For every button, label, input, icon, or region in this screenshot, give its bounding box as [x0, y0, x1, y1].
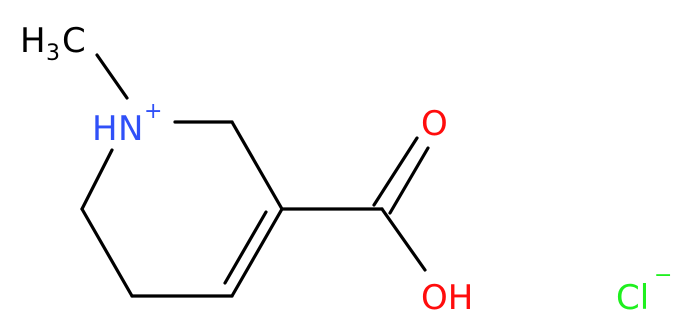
chloride-charge: − [654, 263, 672, 288]
methyl-c: C [62, 21, 86, 61]
bond-c2-c3 [230, 120, 284, 211]
methyl-subscript: 3 [46, 41, 60, 66]
bond-carboxyl-o-double-b [388, 146, 430, 215]
chloride-ion: Cl − [616, 263, 672, 318]
bond-methyl-nitrogen [95, 53, 129, 100]
bond-c3-c4-inner [223, 210, 268, 285]
bond-c3-c4-outer [230, 207, 284, 298]
nitrogen-n: N [118, 109, 143, 149]
hydroxyl-label: OH [421, 278, 473, 318]
bond-c5-c6 [80, 207, 134, 298]
bond-carboxyl-oh [380, 207, 427, 272]
nitrogen-label: H N + [92, 99, 162, 149]
nitrogen-h: H [92, 109, 118, 149]
methyl-label: H 3 C [20, 21, 86, 66]
chloride-symbol: Cl [616, 278, 649, 318]
carbonyl-oxygen: O [421, 104, 448, 144]
bond-c6-nitrogen [80, 148, 114, 211]
bond-carboxyl-o-double-a [372, 136, 419, 207]
bonds [80, 53, 430, 298]
methyl-h: H [20, 21, 46, 61]
nitrogen-charge: + [144, 99, 162, 124]
